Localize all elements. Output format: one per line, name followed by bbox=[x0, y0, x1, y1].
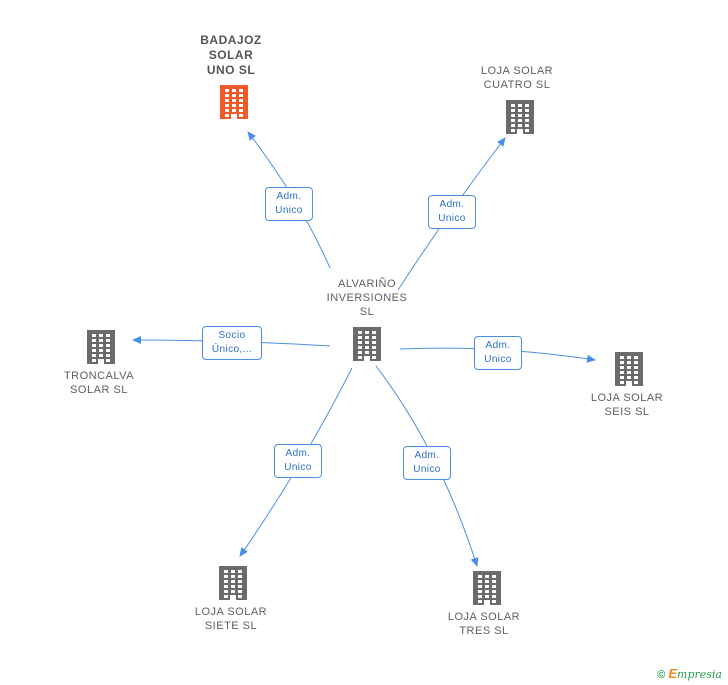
edge-label-tres[interactable]: Adm. Unico bbox=[403, 446, 451, 480]
copyright-icon: © bbox=[657, 669, 666, 681]
edge-label-seis[interactable]: Adm. Unico bbox=[474, 336, 522, 370]
empresia-brand[interactable]: © Empresia bbox=[657, 666, 722, 681]
tres-company-label[interactable]: LOJA SOLAR TRES SL bbox=[447, 611, 521, 637]
edge-label-cuatro[interactable]: Adm. Unico bbox=[428, 195, 476, 229]
badajoz-company-label[interactable]: BADAJOZ SOLAR UNO SL bbox=[200, 33, 262, 77]
seis-company-label[interactable]: LOJA SOLAR SEIS SL bbox=[590, 392, 664, 418]
alvarino-building-icon[interactable] bbox=[353, 327, 381, 361]
troncalva-building-icon[interactable] bbox=[87, 330, 115, 364]
empresia-logo-e: E bbox=[668, 666, 678, 681]
edge-label-badajoz[interactable]: Adm. Unico bbox=[265, 187, 313, 221]
tres-building-icon[interactable] bbox=[473, 571, 501, 605]
cuatro-building-icon[interactable] bbox=[506, 100, 534, 134]
badajoz-building-icon[interactable] bbox=[220, 85, 248, 119]
empresia-logo-text: mpresia bbox=[677, 668, 722, 681]
cuatro-company-label[interactable]: LOJA SOLAR CUATRO SL bbox=[480, 65, 554, 91]
edge-label-siete[interactable]: Adm. Unico bbox=[274, 444, 322, 478]
alvarino-company-label[interactable]: ALVARIÑO INVERSIONES SL bbox=[326, 278, 408, 318]
siete-building-icon[interactable] bbox=[219, 566, 247, 600]
troncalva-company-label[interactable]: TRONCALVA SOLAR SL bbox=[63, 370, 135, 396]
edge-label-troncalva[interactable]: Socio Único,... bbox=[202, 326, 262, 360]
seis-building-icon[interactable] bbox=[615, 352, 643, 386]
siete-company-label[interactable]: LOJA SOLAR SIETE SL bbox=[194, 606, 268, 632]
